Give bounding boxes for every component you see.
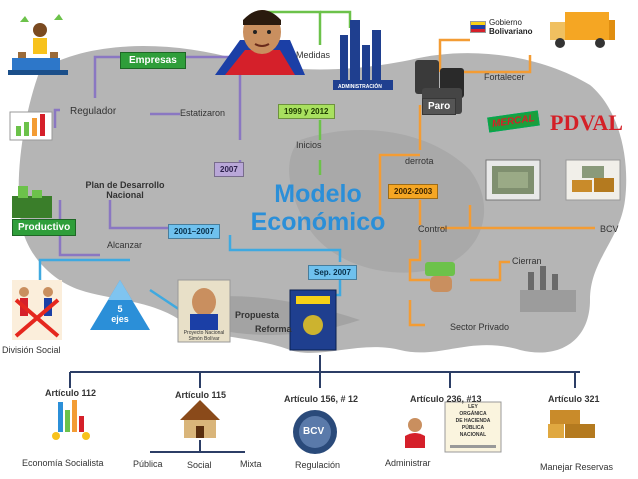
ley-line-4: PÚBLICA <box>461 425 485 431</box>
title-line-1: Modelo <box>274 180 362 208</box>
publica-label: Pública <box>133 459 163 469</box>
connector-tree-mixta <box>150 440 245 453</box>
five-axes-word: ejes <box>111 314 129 324</box>
bolivar-portrait-icon <box>177 279 231 343</box>
mixta-label: Mixta <box>240 459 262 469</box>
reforma-label: Reforma <box>255 324 292 334</box>
bcv-label: BCV <box>600 224 619 234</box>
fortalecer-label: Fortalecer <box>484 72 525 82</box>
gold-reserves-icon <box>548 410 595 438</box>
central-title: Modelo Económico <box>248 180 388 236</box>
proyecto-line-1: Proyecto Nacional <box>183 330 225 336</box>
sector-privado-label: Sector Privado <box>450 322 510 332</box>
article-115-label: Artículo 115 <box>175 390 227 400</box>
pdval-logo: PDVAL <box>550 110 623 135</box>
ley-line-2: ORGÁNICA <box>459 411 487 417</box>
regulador-label: Regulador <box>70 106 117 117</box>
gobierno-logo-text-2: Bolivariano <box>489 27 533 36</box>
connector-plan <box>108 200 170 230</box>
economia-socialista-chart-icon <box>52 400 90 440</box>
social-label: Social <box>187 460 212 470</box>
chavez-caricature-icon <box>215 10 305 75</box>
connector-division <box>38 258 130 280</box>
venezuela-flag-icon <box>470 21 486 33</box>
five-axes-pyramid-icon <box>90 280 150 330</box>
connector-cierran-2 <box>470 260 510 282</box>
regulador-chart-icon <box>9 111 53 141</box>
sep-2007-tag[interactable]: Sep. 2007 <box>308 265 357 280</box>
administracion-label: ADMINISTRACIÓN <box>338 84 382 90</box>
ley-line-5: NACIONAL <box>459 432 487 438</box>
ley-line-3: DE HACIENDA <box>455 418 491 424</box>
control-label: Control <box>418 224 448 234</box>
bcv-seal-icon <box>293 410 337 454</box>
administracion-building-icon <box>333 20 393 90</box>
gold-bars-icon <box>565 159 621 201</box>
connector-fortalecer-2 <box>440 55 532 74</box>
factory-icon <box>520 266 576 312</box>
division-social-label: División Social <box>2 345 61 355</box>
alcanzar-label: Alcanzar <box>107 240 143 250</box>
worker-icon <box>8 14 68 75</box>
manejar-reservas-label: Manejar Reservas <box>540 462 614 472</box>
ley-document-text: LEY ORGÁNICA DE HACIENDA PÚBLICA NACIONA… <box>445 404 501 439</box>
plan-line-1: Plan de Desarrollo <box>85 180 165 190</box>
propuesta-label: Propuesta <box>235 310 280 320</box>
derrota-label: derrota <box>405 156 434 166</box>
connector-sector <box>408 300 425 327</box>
gobierno-logo-text-1: Gobierno <box>489 18 522 27</box>
connector-ejes <box>149 288 181 312</box>
article-321-label: Artículo 321 <box>548 394 600 404</box>
five-axes-label: 5 ejes <box>104 304 136 324</box>
connector-derrota <box>378 153 420 215</box>
medidas-label: Medidas <box>296 50 331 60</box>
connector-regulador <box>93 55 130 98</box>
constitution-book-icon <box>289 289 337 351</box>
year-2007-tag[interactable]: 2007 <box>214 162 244 177</box>
year-2002-2003-tag[interactable]: 2002-2003 <box>388 184 439 199</box>
truck-icon <box>550 12 615 48</box>
ley-document-icon <box>444 401 502 453</box>
division-social-icon <box>12 280 62 340</box>
year-1999-2012-tag[interactable]: 1999 y 2012 <box>278 104 335 119</box>
five-axes-number: 5 <box>117 304 123 314</box>
regulacion-label: Regulación <box>295 460 341 470</box>
connector-sep-2007 <box>228 235 342 262</box>
proyecto-line-2: Simón Bolívar <box>188 336 220 342</box>
economia-socialista-label: Economía Socialista <box>22 458 104 468</box>
connector-regulador-icon <box>53 108 60 128</box>
productivo-icon <box>12 186 52 218</box>
plan-line-2: Nacional <box>106 190 144 200</box>
cierran-label: Cierran <box>512 256 542 266</box>
administrar-label: Administrar <box>385 458 431 468</box>
article-236-label: Artículo 236, #13 <box>410 394 482 404</box>
estatizaron-label: Estatizaron <box>180 108 226 118</box>
article-156-label: Artículo 156, # 12 <box>284 394 359 404</box>
connector-medidas-icon <box>320 10 352 28</box>
title-line-2: Económico <box>250 208 386 236</box>
administrar-figure-icon <box>405 418 425 448</box>
proyecto-nacional-label: Proyecto Nacional Simón Bolívar <box>180 330 228 342</box>
venezuela-map-shade <box>289 130 485 273</box>
money-stack-icon <box>485 159 541 201</box>
article-112-label: Artículo 112 <box>45 388 97 398</box>
inicios-label: Inicios <box>296 140 322 150</box>
empresas-tag[interactable]: Empresas <box>120 52 186 69</box>
year-2001-2007-tag[interactable]: 2001–2007 <box>168 224 221 239</box>
ley-line-1: LEY <box>468 404 478 410</box>
money-hand-icon <box>425 262 455 292</box>
productivo-tag[interactable]: Productivo <box>12 219 77 236</box>
connector-cierran <box>408 240 430 282</box>
connector-alcanzar <box>58 200 100 257</box>
plan-desarrollo-label: Plan de Desarrollo Nacional <box>80 180 170 200</box>
house-icon <box>180 400 220 438</box>
connector-fortalecer <box>438 38 470 72</box>
bcv-seal-text: BCV <box>303 426 325 437</box>
paro-tag[interactable]: Paro <box>422 98 457 115</box>
